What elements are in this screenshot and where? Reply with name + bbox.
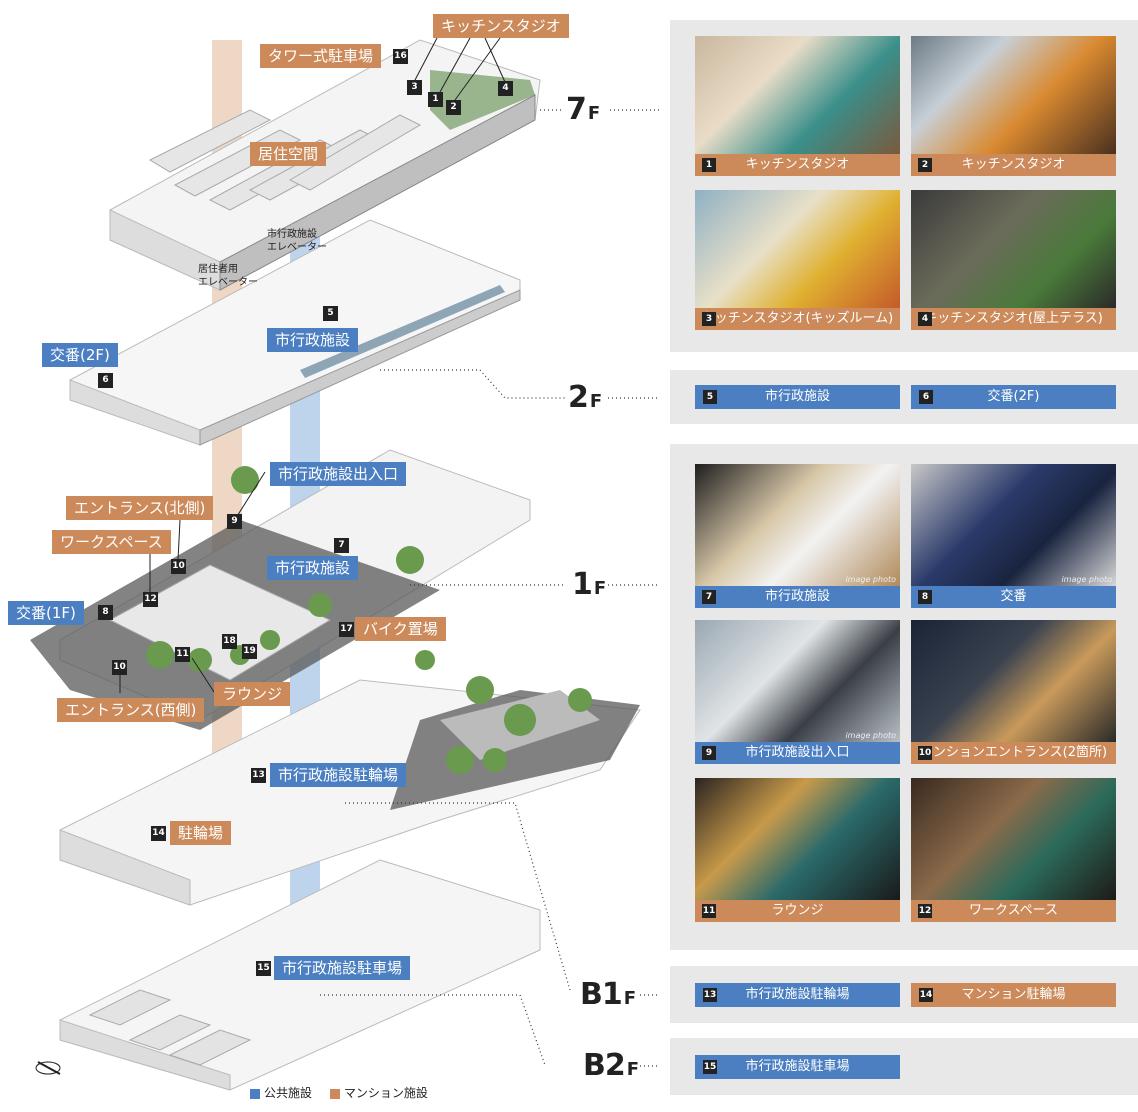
badge-1: 1 [428, 92, 443, 107]
legend: 公共施設 マンション施設 [250, 1084, 428, 1101]
label-city-facility-1f: 市行政施設 [267, 556, 359, 580]
label-bicycle: 駐輪場 [170, 821, 232, 845]
legend-public-swatch [250, 1088, 260, 1099]
badge-18: 18 [222, 634, 237, 649]
photo-koban [911, 464, 1116, 586]
floor-b1-model [59, 676, 641, 906]
label-city-entrance: 市行政施設出入口 [270, 462, 407, 486]
legend-mansion-label: マンション施設 [343, 1086, 428, 1100]
badge-6: 6 [98, 373, 113, 388]
badge-19: 19 [242, 644, 257, 659]
label-workspace: ワークスペース [52, 530, 171, 554]
photo-kitchen-studio-2 [911, 36, 1116, 154]
photo-lounge [695, 778, 900, 900]
note-resident-elevator: 居住者用エレベーター [198, 264, 258, 288]
photo-rooftop-terrace [911, 190, 1116, 308]
label-tower-parking: タワー式駐車場 [260, 44, 382, 68]
photo-workspace [911, 778, 1116, 900]
badge-9: 9 [227, 514, 242, 529]
label-city-facility-2f: 市行政施設 [267, 328, 359, 352]
badge-11: 11 [175, 647, 190, 662]
label-koban-2f: 交番(2F) [42, 343, 118, 367]
photo-kids-room [695, 190, 900, 308]
photo-mansion-entrance [911, 620, 1116, 742]
badge-3: 3 [407, 80, 422, 95]
badge-10-north: 10 [171, 559, 186, 574]
photo-city-facility [695, 464, 900, 586]
badge-7: 7 [334, 538, 349, 553]
photo-city-entrance [695, 620, 900, 742]
label-koban-1f: 交番(1F) [8, 601, 84, 625]
badge-10-west: 10 [112, 660, 127, 675]
label-city-bicycle: 市行政施設駐輪場 [270, 763, 407, 787]
label-living-space: 居住空間 [250, 142, 327, 166]
badge-13: 13 [251, 768, 266, 783]
badge-17: 17 [339, 622, 354, 637]
label-bike-parking: バイク置場 [355, 617, 446, 641]
legend-public-label: 公共施設 [264, 1086, 313, 1100]
label-kitchen-studio: キッチンスタジオ [433, 14, 569, 38]
badge-8: 8 [98, 605, 113, 620]
badge-4: 4 [498, 81, 513, 96]
legend-mansion-swatch [329, 1088, 340, 1099]
label-city-parking: 市行政施設駐車場 [274, 956, 411, 980]
compass-icon [35, 1061, 61, 1075]
label-entrance-west: エントランス(西側) [57, 698, 205, 722]
label-lounge: ラウンジ [214, 682, 291, 706]
label-entrance-north: エントランス(北側) [66, 496, 214, 520]
note-city-elevator: 市行政施設エレベーター [267, 229, 327, 253]
badge-14: 14 [151, 826, 166, 841]
photo-kitchen-studio-1 [695, 36, 900, 154]
badge-5: 5 [323, 306, 338, 321]
badge-12: 12 [143, 592, 158, 607]
badge-2: 2 [446, 100, 461, 115]
badge-16: 16 [393, 49, 408, 64]
badge-15: 15 [256, 961, 271, 976]
